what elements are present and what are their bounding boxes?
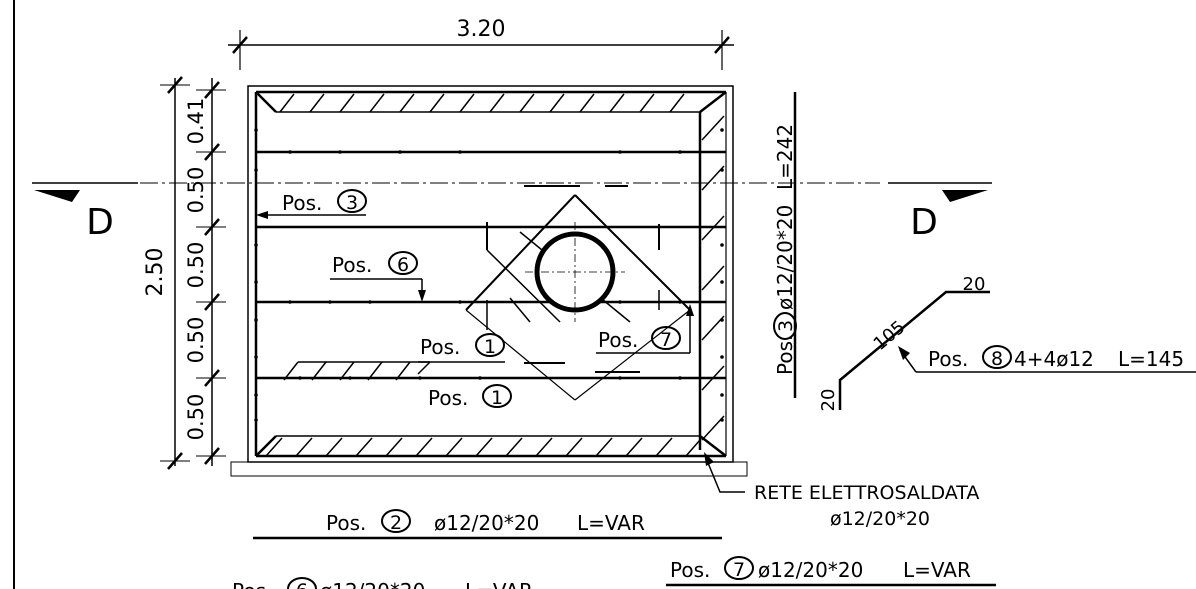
pos7s-number: 7 [733,559,745,581]
pos8-length: L=145 [1118,347,1184,371]
mesh-label-line1: RETE ELETTROSALDATA [754,482,979,504]
pos3v-spec: ø12/20*20 [773,205,797,310]
pos6-number: 6 [397,254,409,276]
pos7s-length: L=VAR [903,558,971,582]
bar-dots [254,128,724,422]
pos3-arrow-icon [256,211,268,219]
pos6-schedule: Pos. 6 ø12/20*20 L=VAR [232,577,533,589]
pipe-opening [525,222,625,322]
pos6-prefix: Pos. [332,253,372,277]
section-arrow-right-icon [942,190,988,202]
segment-label-4: 0.50 [184,317,208,364]
lean-concrete-base [230,461,748,477]
pos6s-balloon [287,577,317,589]
pos3v-balloon [773,312,797,340]
height-dimension-label: 2.50 [143,248,168,297]
pos6s-prefix: Pos. [232,579,272,589]
pos3-prefix: Pos. [282,191,322,215]
horizontal-bars [256,150,726,380]
pos3v-number: 3 [775,320,797,332]
width-dimension: 3.20 [228,17,734,70]
pos7s-prefix: Pos. [670,558,710,582]
pos1a-number: 1 [484,336,496,358]
pos1b-prefix: Pos. [428,386,468,410]
bent-bar-pos8: 20 105 20 Pos. 8 4+4ø12 L=145 [818,274,1196,411]
pos1a-balloon [475,333,505,357]
pos2-number: 2 [390,512,402,534]
pos3-number: 3 [346,192,358,214]
pos8-balloon [982,345,1012,369]
pos6-balloon [388,251,418,275]
pos8-prefix: Pos. [928,347,968,371]
section-label-right: D [910,202,938,243]
pos7-prefix: Pos. [598,328,638,352]
section-arrow-left-icon [34,190,80,202]
pos6s-number: 6 [296,580,308,589]
height-dimension: 2.50 [143,76,190,470]
bent-bar-top-leg: 20 [963,274,986,295]
pos1b-callout: Pos. 1 [428,384,512,410]
pos8-arrow-icon [898,346,910,360]
top-hatch [276,93,700,113]
segment-label-2: 0.50 [184,167,208,214]
pos7-schedule: Pos. 7 ø12/20*20 L=VAR [666,556,996,587]
pos1b-balloon [482,384,512,408]
bent-bar-bottom-leg: 20 [818,389,839,412]
pos2-schedule: Pos. 2 ø12/20*20 L=VAR [253,509,722,540]
section-label-left: D [86,202,114,243]
segment-dimensions: 0.41 0.50 0.50 0.50 0.50 [184,78,226,466]
mesh-arrow-icon [704,452,714,466]
pos7s-spec: ø12/20*20 [758,558,863,582]
pos6s-spec: ø12/20*20 [320,579,425,589]
pos3-callout: Pos. 3 [256,189,367,219]
right-hatch [701,115,725,441]
pos3v-prefix: Pos. [773,335,797,375]
segment-label-5: 0.50 [184,394,208,441]
pos2-spec: ø12/20*20 [434,511,539,535]
segment-label-1: 0.41 [184,98,208,145]
pos1a-callout: Pos. 1 [418,333,505,363]
pos7-balloon [651,326,681,350]
width-dimension-label: 3.20 [457,17,506,42]
pos2-prefix: Pos. [326,511,366,535]
pos7-arrow-icon [686,304,694,316]
pos1a-prefix: Pos. [420,335,460,359]
pos1b-number: 1 [491,387,503,409]
interior-hatch [283,361,431,381]
pos3-balloon [337,189,367,213]
pos8-spec: 4+4ø12 [1014,347,1094,371]
pos7-callout: Pos. 7 [596,304,694,354]
pos6s-length: L=VAR [465,579,533,589]
opening-reinforcement [465,185,691,401]
pos8-number: 8 [991,348,1003,370]
pos7-number: 7 [660,329,672,351]
pos2-length: L=VAR [577,511,645,535]
pos7s-balloon [724,556,754,580]
bottom-hatch [265,435,701,457]
pos3v-length: L=242 [773,124,797,190]
pos6-callout: Pos. 6 [330,251,426,302]
pos2-balloon [381,509,411,533]
section-line: D D [32,182,992,243]
segment-label-3: 0.50 [184,242,208,289]
mesh-callout: RETE ELETTROSALDATA ø12/20*20 [704,452,979,530]
pos6-arrow-icon [418,290,426,302]
pos3-vertical-spec: Pos. 3 ø12/20*20 L=242 [773,92,797,398]
mesh-label-line2: ø12/20*20 [830,508,930,530]
